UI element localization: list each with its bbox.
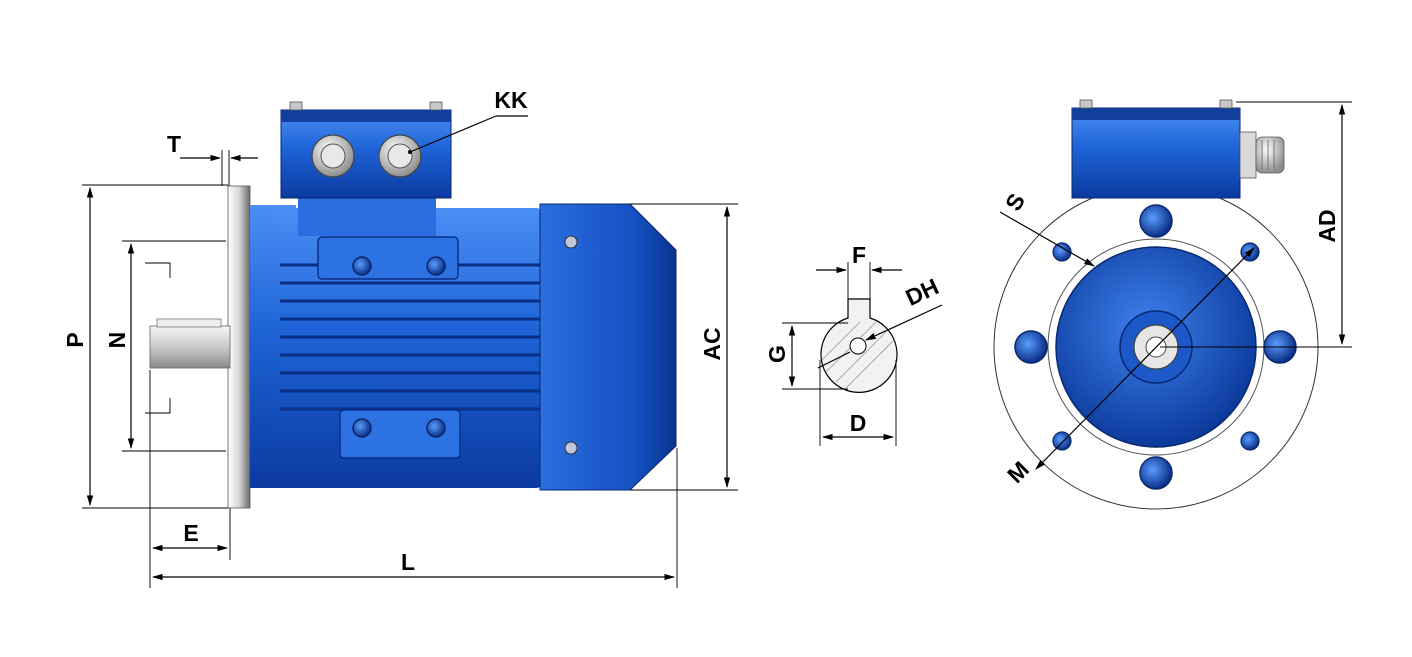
bolt-icon xyxy=(1139,456,1173,490)
bolt-icon xyxy=(352,256,372,276)
bolt-icon xyxy=(1052,431,1072,451)
terminal-box-neck xyxy=(298,196,436,236)
shaft xyxy=(149,325,231,369)
label-e: E xyxy=(183,520,198,546)
bolt-icon xyxy=(564,235,578,249)
bolt-icon xyxy=(426,418,446,438)
terminal-box-lid xyxy=(281,110,451,122)
label-l: L xyxy=(401,549,415,575)
side-view: P N T E L AC KK xyxy=(62,87,738,588)
label-d: D xyxy=(850,410,867,436)
terminal-box-front xyxy=(1071,107,1241,199)
bolt-icon xyxy=(1014,330,1048,364)
flange xyxy=(227,185,251,509)
label-dh: DH xyxy=(901,273,942,311)
front-view: M S AD xyxy=(993,99,1352,510)
label-kk: KK xyxy=(494,87,528,113)
body-pads xyxy=(317,236,461,459)
bolt-icon xyxy=(1052,242,1072,262)
label-m: M xyxy=(1002,456,1034,488)
bolt-icon xyxy=(1240,431,1260,451)
bolt-icon xyxy=(352,418,372,438)
label-g: G xyxy=(764,345,790,363)
label-t: T xyxy=(167,131,181,157)
label-f: F xyxy=(852,242,866,268)
bolt-icon xyxy=(1139,204,1173,238)
label-s: S xyxy=(1000,189,1030,215)
label-n: N xyxy=(104,332,130,349)
cable-gland-icon xyxy=(1239,131,1285,179)
label-ad: AD xyxy=(1314,209,1340,242)
bolt-icon xyxy=(564,441,578,455)
label-p: P xyxy=(62,332,88,347)
bolt-icon xyxy=(426,256,446,276)
fan-cover xyxy=(539,203,677,491)
shaft-section-view: F DH G D xyxy=(764,242,943,446)
terminal-box xyxy=(280,109,452,199)
shaft-key xyxy=(156,318,222,328)
label-ac: AC xyxy=(699,327,725,360)
